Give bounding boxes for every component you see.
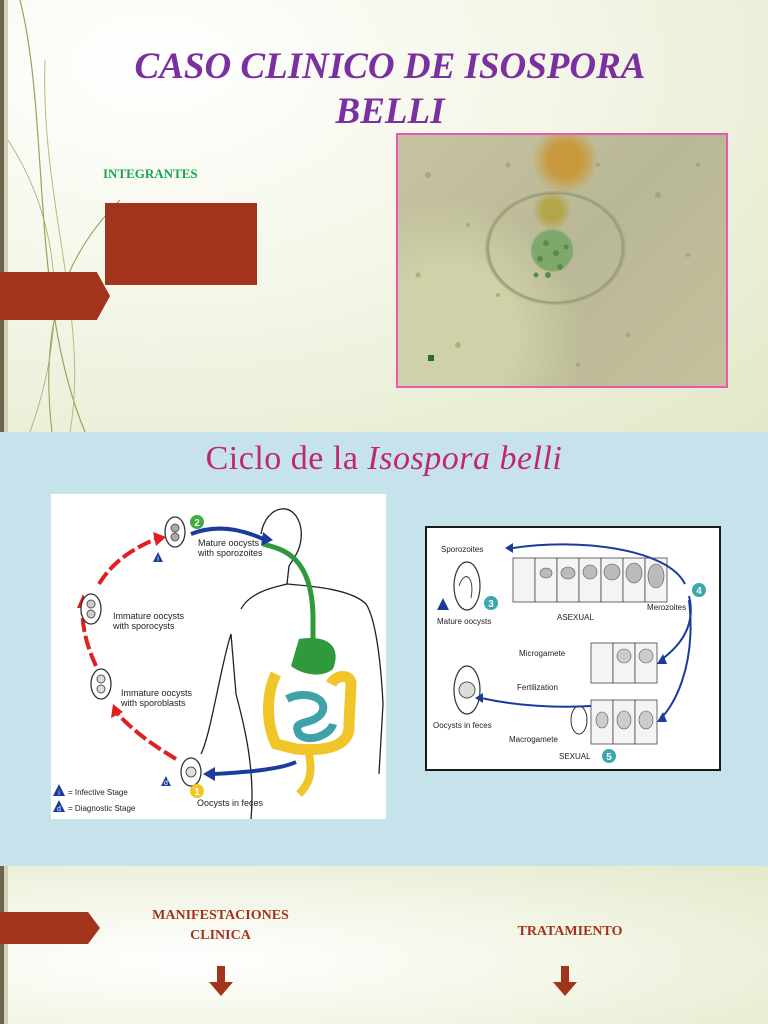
stomach [291, 638, 336, 675]
stage-4-number: 4 [696, 586, 702, 597]
members-box [105, 203, 257, 285]
slide-title: CASO CLINICO DE ISOSPORA BELLI INTEGRANT… [0, 0, 768, 432]
stage-1-marker [190, 784, 204, 798]
cycle-title: Ciclo de la Isospora belli [0, 440, 768, 478]
human-outline [200, 508, 384, 819]
legend-diagnostic-symbol [53, 800, 65, 812]
legend-infective-symbol [53, 784, 65, 796]
heading-manifestaciones: MANIFESTACIONES CLINICA [138, 906, 303, 946]
label-macrogamete: Macrogamete [509, 735, 558, 744]
stage-3-marker [484, 596, 498, 610]
oocyst-sporoblasts [90, 668, 112, 700]
label-sporocysts-1: Immature oocysts [113, 611, 185, 621]
label-microgamete: Microgamete [519, 649, 566, 658]
reproduction-svg: 3 4 5 Sporozoites Mature oocysts ASEXUAL… [433, 543, 706, 763]
stage-2-marker [190, 515, 204, 529]
down-arrow-icon-right [553, 966, 577, 996]
label-merozoites: Merozoites [647, 603, 686, 612]
heading-manifestaciones-line2: CLINICA [190, 928, 251, 943]
slide-left-bar [0, 0, 8, 432]
slide-left-bar-dark [0, 0, 4, 432]
cycle-arrows [480, 543, 692, 719]
legend-infective-symbol-text: i [58, 790, 60, 797]
slide-cycle: Ciclo de la Isospora belli [0, 432, 768, 866]
life-cycle-diagram: 2 i 1 d Mature oocysts with sporozoites … [51, 494, 386, 819]
slide3-left-bar-dark [0, 866, 4, 1024]
oocyst-sporocysts [80, 593, 102, 625]
legend-diagnostic: = Diagnostic Stage [68, 804, 136, 813]
cycle-title-italic: Isospora belli [367, 440, 563, 477]
heading-manifestaciones-line1: MANIFESTACIONES [152, 908, 289, 923]
arrow-tab-shape [0, 272, 110, 320]
label-asexual: ASEXUAL [557, 613, 594, 622]
label-mature-1: Mature oocysts [198, 538, 260, 548]
label-sexual: SEXUAL [559, 752, 591, 761]
arrow-tab-shape-2 [0, 912, 100, 944]
legend-diagnostic-symbol-text: d [57, 806, 61, 813]
label-sporoblasts-2: with sporoblasts [120, 698, 186, 708]
label-mature-2: with sporozoites [197, 548, 263, 558]
arrow-red-3 [97, 537, 157, 586]
small-intestine [285, 691, 337, 743]
asexual-cells [512, 557, 668, 603]
down-arrow-icon-left [209, 966, 233, 996]
esophagus [262, 541, 316, 644]
slide-clinical: MANIFESTACIONES CLINICA TRATAMIENTO [0, 866, 768, 1024]
slide3-left-bar [0, 866, 8, 1024]
integrantes-label: INTEGRANTES [103, 166, 198, 181]
legend-infective: = Infective Stage [68, 788, 128, 797]
microscope-photo [396, 133, 728, 388]
label-fertilization: Fertilization [517, 683, 558, 692]
stage-3-number: 3 [488, 599, 494, 610]
microscope-photo-detail [415, 162, 700, 367]
diagnostic-marker-text: d [164, 780, 168, 787]
label-feces: Oocysts in feces [197, 798, 264, 808]
slide-title-text: CASO CLINICO DE ISOSPORA BELLI [134, 46, 646, 132]
arrow-infective [190, 526, 264, 541]
label-mature-oocysts: Mature oocysts [437, 617, 491, 626]
arrow-red-1 [114, 710, 178, 761]
reproduction-diagram: 3 4 5 Sporozoites Mature oocysts ASEXUAL… [425, 526, 721, 771]
cycle-title-plain: Ciclo de la [205, 440, 359, 477]
stage-4-marker [692, 583, 706, 597]
infective-marker-text: i [157, 556, 159, 563]
stage-2-number: 2 [194, 518, 200, 529]
label-sporocysts-2: with sporocysts [112, 621, 175, 631]
label-sporoblasts-1: Immature oocysts [121, 688, 193, 698]
infective-marker-right [437, 598, 449, 610]
stage-5-marker [602, 749, 616, 763]
colon [263, 671, 357, 756]
infective-marker [153, 552, 163, 562]
heading-tratamiento: TRATAMIENTO [517, 924, 623, 939]
diagnostic-marker [161, 776, 171, 786]
label-oocysts-feces: Oocysts in feces [433, 721, 492, 730]
stage-1-number: 1 [194, 787, 200, 798]
stage-5-number: 5 [606, 752, 612, 763]
arrow-excretion [212, 760, 297, 776]
label-sporozoites: Sporozoites [441, 545, 483, 554]
mature-oocyst-shape [453, 561, 481, 611]
life-cycle-svg: 2 i 1 d Mature oocysts with sporozoites … [53, 508, 384, 819]
